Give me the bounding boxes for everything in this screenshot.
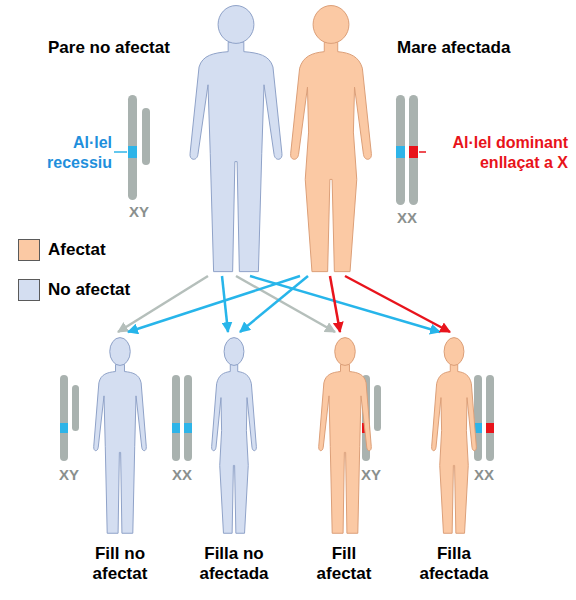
legend-text: Afectat: [48, 240, 106, 261]
person-caption: Pare no afectat: [48, 38, 170, 58]
legend-swatch: [18, 279, 40, 301]
chromosome-label: XX: [387, 209, 427, 227]
figure-head: [444, 338, 464, 366]
x-chromosome: [396, 95, 405, 205]
figure-head: [335, 338, 355, 366]
allele-label: Al·lel dominant enllaçat a X: [428, 133, 568, 172]
person-figure: [423, 335, 485, 535]
figure-body: [319, 365, 372, 534]
x-chromosome: [172, 375, 180, 461]
inheritance-arrow: [345, 276, 450, 332]
figure-head: [110, 338, 130, 366]
recessive-allele: [184, 423, 192, 433]
person-figure: [275, 2, 387, 274]
person-caption: Mare afectada: [397, 38, 510, 58]
person-caption: Fill no afectat: [70, 544, 170, 585]
chromosome-label: XY: [351, 466, 391, 484]
person-node: Filla no afectada: [184, 332, 284, 594]
figure-body: [291, 42, 372, 271]
x-chromosome: [409, 95, 418, 205]
x-chromosome: [486, 375, 494, 461]
recessive-allele: [396, 146, 405, 158]
figure-head: [218, 6, 254, 44]
person-node: Filla afectada: [404, 332, 504, 594]
person-figure: [88, 335, 152, 535]
inheritance-arrow: [330, 276, 340, 332]
recessive-allele: [172, 423, 180, 433]
x-chromosome: [128, 95, 137, 200]
inheritance-arrow: [236, 276, 335, 332]
x-chromosome: [60, 375, 68, 461]
person-caption: Fill afectat: [307, 544, 382, 585]
person-figure: [203, 335, 265, 535]
chromosome-label: XY: [119, 203, 159, 221]
figure-body: [190, 42, 282, 271]
person-node: Fill afectat: [294, 332, 394, 594]
y-chromosome: [142, 108, 150, 165]
recessive-allele: [60, 423, 68, 433]
allele-label: Al·lel recessiu: [37, 133, 112, 172]
figure-body: [432, 365, 477, 534]
x-chromosome: [184, 375, 192, 461]
person-figure: [313, 335, 377, 535]
y-chromosome: [374, 385, 381, 431]
person-node: Fill no afectat: [70, 332, 170, 594]
y-chromosome: [72, 385, 79, 431]
leader-line: [114, 151, 127, 153]
dominant-allele: [486, 423, 494, 433]
figure-body: [94, 365, 147, 534]
figure-body: [212, 365, 257, 534]
legend-swatch: [18, 239, 40, 261]
chromosome-label: XX: [464, 466, 504, 484]
chromosome-label: XY: [49, 466, 89, 484]
legend-text: No afectat: [48, 280, 130, 301]
person-figure: [180, 2, 292, 274]
dominant-allele: [409, 146, 418, 158]
figure-head: [313, 6, 349, 44]
recessive-allele: [128, 146, 137, 158]
inheritance-arrow: [250, 276, 440, 332]
person-caption: Filla afectada: [412, 544, 496, 585]
inheritance-arrow: [222, 276, 228, 332]
chromosome-label: XX: [162, 466, 202, 484]
figure-head: [224, 338, 244, 366]
person-caption: Filla no afectada: [184, 544, 284, 585]
leader-line: [419, 151, 426, 153]
inheritance-arrow: [118, 276, 208, 332]
inheritance-arrow: [240, 276, 308, 332]
